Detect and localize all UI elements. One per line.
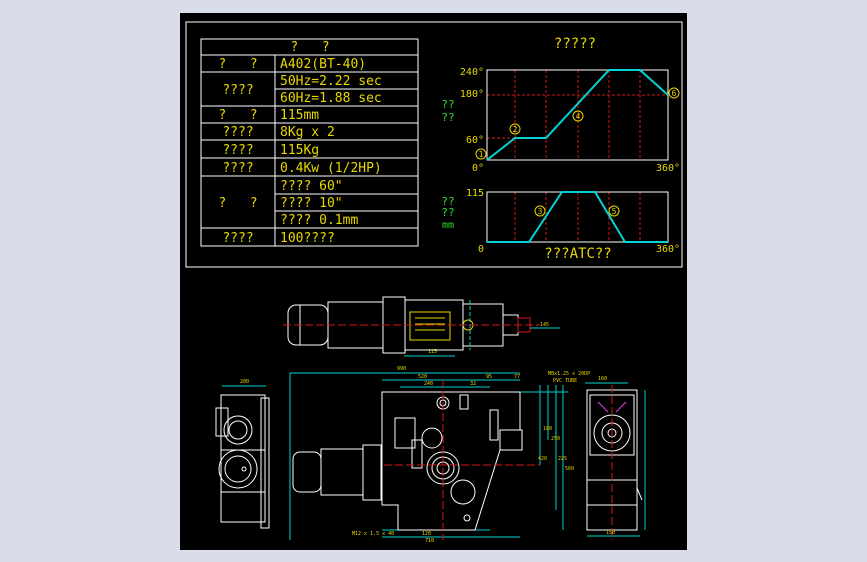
svg-text:150: 150 [606, 530, 615, 536]
upper-tick-60: 60° [466, 135, 484, 146]
front-view [289, 372, 568, 540]
dimension-labels: 990 520 240 32 95 77 180 250 225 420 120… [240, 322, 615, 544]
row-value-time-50hz: 50Hz=2.22 sec [280, 74, 382, 89]
svg-text:M8x1.25 x 20DP: M8x1.25 x 20DP [548, 371, 590, 377]
svg-text:5: 5 [612, 207, 617, 216]
upper-axes [486, 69, 669, 161]
svg-text:240: 240 [424, 381, 433, 387]
lower-tick-115: 115 [466, 188, 484, 199]
row-label-accuracy: ? ? [218, 196, 257, 211]
row-value-stroke: 115mm [280, 108, 319, 123]
step-marker-4: 4 [572, 110, 584, 122]
svg-text:4: 4 [576, 112, 581, 121]
upper-ylabel-2: ?? [441, 111, 454, 124]
svg-text:200: 200 [240, 379, 249, 385]
row-value-tool-weight: 8Kg x 2 [280, 125, 335, 140]
step-marker-1: 1 [475, 148, 487, 160]
rotation-trace [486, 69, 669, 161]
row-label-life: ???? [222, 231, 253, 246]
stroke-chart: ?? ?? mm 115 0 360° 3 5 [441, 188, 680, 255]
timing-chart-title: ????? [554, 36, 596, 52]
svg-text:2: 2 [513, 125, 518, 134]
row-label-motor: ???? [222, 161, 253, 176]
svg-text:32: 32 [470, 381, 476, 387]
row-value-accuracy-1: ???? 60" [280, 179, 343, 194]
svg-text:225: 225 [558, 456, 567, 462]
top-view [283, 296, 560, 357]
svg-text:710: 710 [425, 538, 434, 544]
row-label-model: ? ? [218, 57, 257, 72]
svg-text:95: 95 [486, 374, 492, 380]
row-label-time: ???? [222, 83, 253, 98]
row-value-accuracy-2: ???? 10" [280, 196, 343, 211]
left-side-view [215, 385, 270, 529]
step-marker-6: 6 [668, 87, 680, 99]
timing-chart-caption: ???ATC?? [544, 246, 611, 262]
row-value-model: A402(BT-40) [280, 57, 366, 72]
svg-text:6: 6 [672, 89, 677, 98]
svg-text:115: 115 [428, 349, 437, 355]
svg-text:420: 420 [538, 456, 547, 462]
spec-frame [185, 21, 683, 268]
upper-x-end-label: 360° [656, 163, 680, 174]
svg-text:3: 3 [538, 207, 543, 216]
svg-text:560: 560 [565, 466, 574, 472]
svg-text:990: 990 [397, 366, 406, 372]
lower-x-end-label: 360° [656, 244, 680, 255]
step-marker-5: 5 [608, 205, 620, 217]
drawing-canvas [180, 13, 687, 550]
row-label-tool-weight: ???? [222, 125, 253, 140]
svg-text:1: 1 [479, 150, 484, 159]
row-value-time-60hz: 60Hz=1.88 sec [280, 91, 382, 106]
row-value-weight: 115Kg [280, 143, 319, 158]
upper-grid [487, 70, 668, 160]
svg-text:180: 180 [543, 426, 552, 432]
timing-chart: ????? ?? ?? 240° 180° 60° 0° 360° [441, 36, 680, 262]
spec-table: ? ? ? ? A402(BT-40) ???? 50Hz=2.22 sec 6… [200, 38, 419, 247]
upper-ylabel-1: ?? [441, 98, 454, 111]
lower-tick-0: 0 [478, 244, 484, 255]
table-header: ? ? [290, 40, 329, 55]
lower-ylabel-3: mm [442, 220, 454, 231]
row-label-stroke: ? ? [218, 108, 257, 123]
svg-text:145: 145 [540, 322, 549, 328]
row-value-accuracy-3: ???? 0.1mm [280, 213, 358, 228]
row-value-motor: 0.4Kw (1/2HP) [280, 161, 382, 176]
upper-tick-180: 180° [460, 89, 484, 100]
svg-text:160: 160 [598, 376, 607, 382]
svg-text:120: 120 [422, 531, 431, 537]
upper-tick-240: 240° [460, 67, 484, 78]
step-marker-2: 2 [509, 123, 521, 135]
row-value-life: 100???? [280, 231, 335, 246]
svg-text:520: 520 [418, 374, 427, 380]
step-marker-3: 3 [534, 205, 546, 217]
lower-ylabel-1: ?? [441, 195, 454, 208]
rotation-chart: ?? ?? 240° 180° 60° 0° 360° 1 [441, 67, 680, 174]
stroke-trace [487, 191, 668, 243]
svg-text:250: 250 [551, 436, 560, 442]
row-label-weight: ???? [222, 143, 253, 158]
svg-text:PVC TUBE: PVC TUBE [553, 378, 577, 384]
right-side-view [585, 382, 646, 540]
svg-text:77: 77 [514, 374, 520, 380]
lower-ylabel-2: ?? [441, 206, 454, 219]
svg-text:M12 x 1.5 x 40: M12 x 1.5 x 40 [352, 531, 394, 537]
upper-tick-0: 0° [472, 163, 484, 174]
